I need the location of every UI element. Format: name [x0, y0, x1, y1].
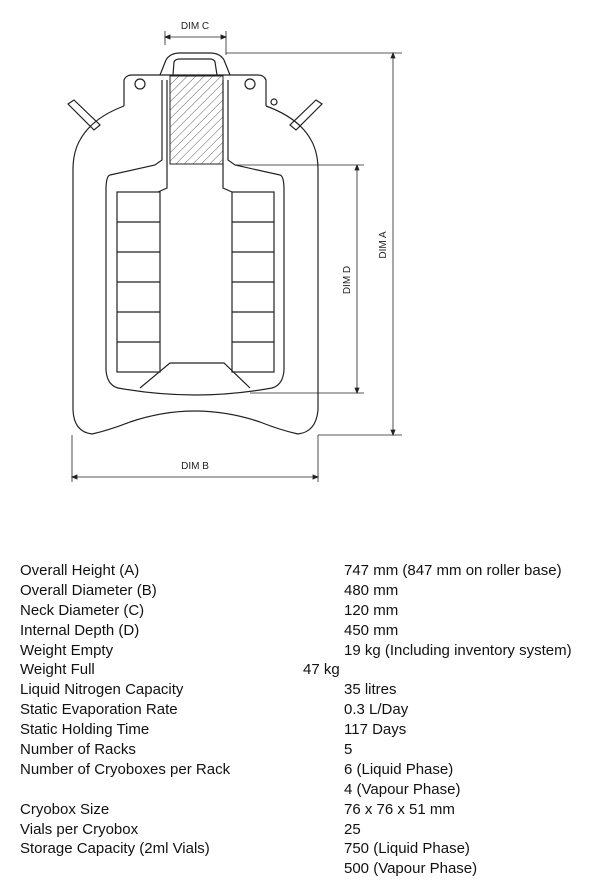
spec-label: Static Evaporation Rate — [20, 701, 178, 719]
spec-value: 47 kg — [303, 661, 340, 679]
outer-body — [72, 105, 319, 435]
spec-row: Number of Racks 5 — [0, 740, 600, 760]
spec-value: 450 mm — [344, 621, 399, 639]
spec-label: Number of Racks — [20, 741, 136, 759]
right-handle — [289, 99, 323, 131]
inner-vessel — [105, 174, 285, 396]
spec-row: Liquid Nitrogen Capacity 35 litres — [0, 680, 600, 700]
spec-label: Liquid Nitrogen Capacity — [20, 681, 184, 699]
dim-c-label: DIM C — [181, 21, 209, 32]
spec-value: 25 — [344, 820, 361, 838]
spec-value: 4 (Vapour Phase) — [344, 780, 461, 798]
spec-value: 750 (Liquid Phase) — [344, 840, 470, 858]
dewar-technical-drawing: DIM C DIM B DIM A DIM D — [67, 21, 402, 482]
spec-row: Storage Capacity (2ml Vials) 750 (Liquid … — [0, 839, 600, 859]
spec-row: Static Holding Time 117 Days — [0, 720, 600, 740]
spec-row: Weight Empty 19 kg (Including inventory s… — [0, 641, 600, 661]
spec-row: Overall Diameter (B) 480 mm — [0, 581, 600, 601]
dim-d-label: DIM D — [342, 266, 353, 294]
spec-value: 0.3 L/Day — [344, 701, 409, 719]
spec-value: 76 x 76 x 51 mm — [344, 800, 455, 818]
spec-label: Weight Full — [20, 661, 95, 679]
spec-label: Weight Empty — [20, 641, 114, 659]
spec-row: 4 (Vapour Phase) — [0, 780, 600, 800]
spec-label: Overall Height (A) — [20, 562, 140, 579]
spec-value: 35 litres — [344, 681, 397, 699]
rack-base — [139, 362, 251, 389]
spec-row: Neck Diameter (C) 120 mm — [0, 601, 600, 621]
spec-value: 6 (Liquid Phase) — [344, 760, 454, 778]
spec-row: Vials per Cryobox 25 — [0, 820, 600, 840]
spec-label: Neck Diameter (C) — [20, 601, 145, 619]
spec-value: 480 mm — [344, 581, 399, 599]
spec-label: Overall Diameter (B) — [20, 581, 157, 599]
spec-value: 120 mm — [344, 601, 399, 619]
left-rack — [116, 191, 161, 373]
lid-handle — [159, 52, 231, 76]
right-rack — [231, 191, 275, 373]
specifications-table: Overall Height (A) 747 mm (847 mm on roll… — [0, 561, 600, 879]
spec-value: 19 kg (Including inventory system) — [344, 641, 572, 659]
spec-row: 500 (Vapour Phase) — [0, 859, 600, 879]
dim-a-label: DIM A — [378, 231, 389, 259]
spec-row: Number of Cryoboxes per Rack 6 (Liquid Ph… — [0, 760, 600, 780]
spec-value: 5 — [344, 741, 353, 759]
spec-value: 117 Days — [344, 721, 407, 739]
spec-label: Cryobox Size — [20, 800, 110, 818]
left-handle — [67, 99, 101, 131]
spec-label: Internal Depth (D) — [20, 621, 140, 639]
spec-row: Cryobox Size 76 x 76 x 51 mm — [0, 800, 600, 820]
spec-label: Number of Cryoboxes per Rack — [20, 760, 231, 778]
collar — [123, 74, 267, 106]
spec-value: 500 (Vapour Phase) — [344, 860, 478, 878]
spec-label: Static Holding Time — [20, 721, 150, 739]
spec-row: Static Evaporation Rate 0.3 L/Day — [0, 700, 600, 720]
spec-row: Internal Depth (D) 450 mm — [0, 621, 600, 641]
dim-b-label: DIM B — [181, 461, 209, 472]
spec-value: 747 mm (847 mm on roller base) — [344, 562, 562, 579]
spec-label: Vials per Cryobox — [20, 820, 139, 838]
spec-label: Storage Capacity (2ml Vials) — [20, 840, 210, 858]
neck-plug — [169, 75, 224, 165]
spec-row: Weight Full 47 kg — [0, 660, 600, 680]
spec-row: Overall Height (A) 747 mm (847 mm on roll… — [0, 561, 600, 581]
